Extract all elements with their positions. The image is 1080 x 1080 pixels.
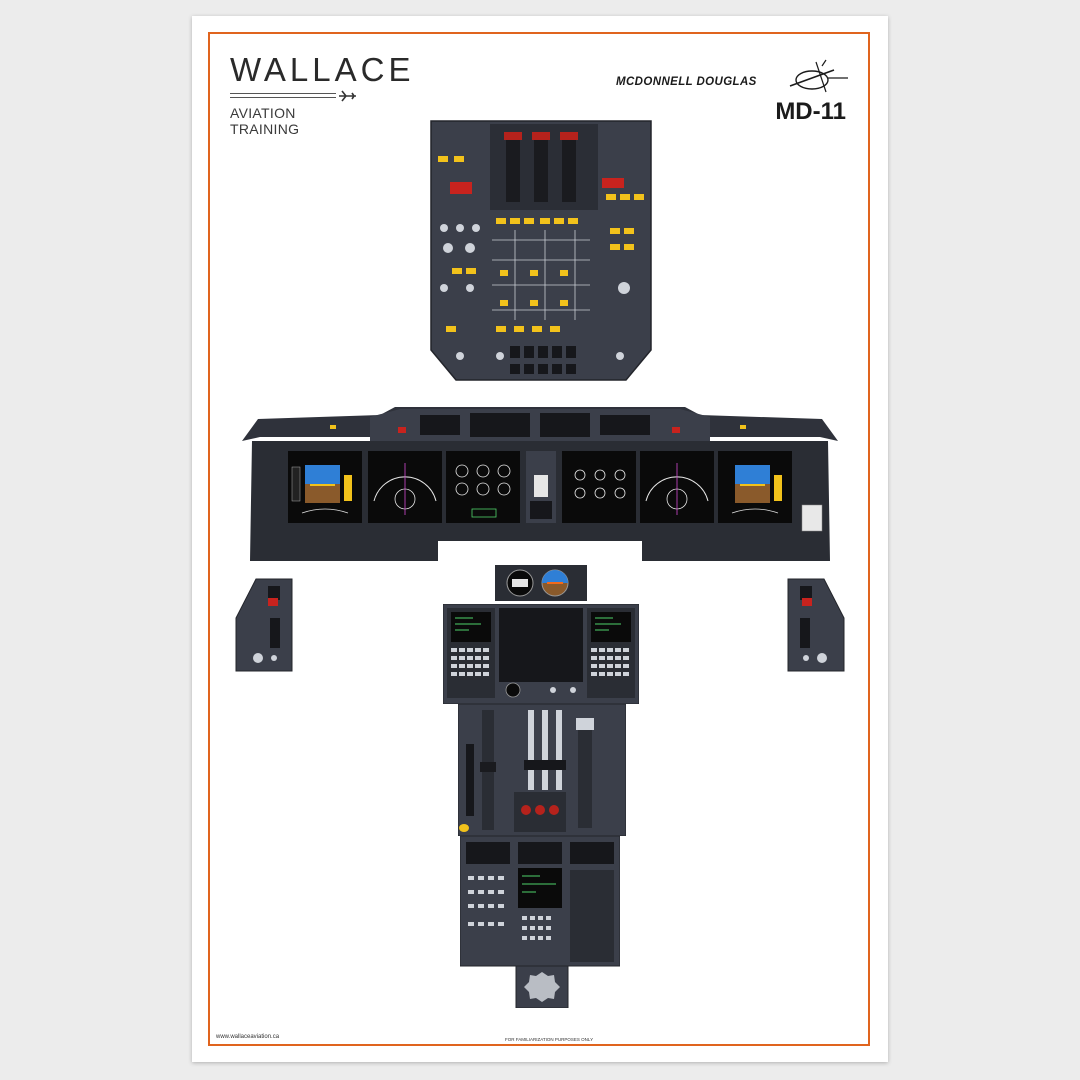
- standby-instruments: [495, 565, 587, 601]
- fuel-cutoff-switches[interactable]: [521, 805, 559, 815]
- logo-name: WALLACE: [230, 51, 415, 88]
- aft-pedestal-buttons[interactable]: [468, 876, 551, 940]
- manufacturer-brand: MCDONNELL DOUGLAS: [616, 76, 757, 88]
- footer-note: FOR FAMILIARIZATION PURPOSES ONLY: [505, 1037, 594, 1042]
- fo-side-panel: [787, 578, 845, 672]
- logo-subtitle: AVIATION TRAINING: [230, 105, 300, 137]
- thrust-levers[interactable]: [524, 710, 566, 790]
- center-standby-panel: [526, 451, 556, 523]
- overhead-switch-rows[interactable]: [510, 346, 576, 374]
- poster-border: [208, 32, 870, 1046]
- glareshield-controls[interactable]: [420, 413, 650, 437]
- wallace-logo: WALLACE AVIATION TRAINING: [230, 51, 415, 137]
- overhead-red-switch-right[interactable]: [602, 178, 624, 188]
- footer-url: www.wallaceaviation.ca: [216, 1034, 280, 1040]
- overhead-red-switch[interactable]: [450, 182, 472, 194]
- overhead-schematic-lines: [492, 230, 590, 320]
- engine-display-left: [446, 451, 520, 523]
- overhead-knobs[interactable]: [440, 224, 630, 360]
- overhead-panel: [430, 120, 652, 381]
- checklist-card: [801, 504, 823, 532]
- overhead-annunciators[interactable]: [438, 156, 644, 332]
- airplane-icon: [339, 90, 356, 102]
- center-radar-display: [499, 608, 583, 682]
- fo-nd: [640, 451, 714, 523]
- aircraft-model: MD-11: [775, 98, 846, 125]
- aft-mcdu-display: [518, 868, 562, 908]
- logo-rule: [230, 90, 360, 102]
- fo-pfd: [718, 451, 792, 523]
- md-logo-icon: [789, 59, 848, 93]
- master-warning-fo[interactable]: [672, 427, 680, 433]
- pedestal-mcdu-panel: [443, 604, 639, 704]
- throttle-quadrant: [458, 704, 626, 836]
- rudder-trim-knob[interactable]: [524, 972, 560, 1002]
- flap-lever[interactable]: [578, 718, 592, 828]
- mcdu-right[interactable]: [587, 608, 635, 698]
- master-warning-captain[interactable]: [398, 427, 406, 433]
- radio-panels[interactable]: [466, 842, 614, 864]
- main-instrument-panel: [242, 407, 838, 561]
- mcdu-left[interactable]: [447, 608, 495, 698]
- captain-side-panel: [235, 578, 293, 672]
- captain-pfd: [288, 451, 362, 523]
- manufacturer-logo: MCDONNELL DOUGLAS MD-11: [612, 56, 852, 126]
- engine-fire-handles[interactable]: [504, 132, 578, 202]
- system-display: [562, 451, 636, 523]
- aft-pedestal: [460, 836, 620, 1008]
- captain-nd: [368, 451, 442, 523]
